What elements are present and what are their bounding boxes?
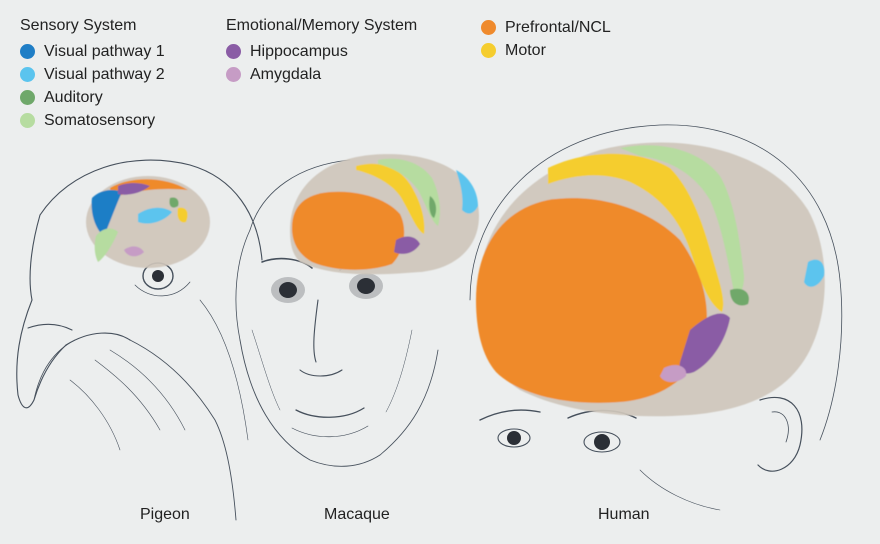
pigeon-drawing [16, 159, 263, 521]
macaque-drawing [235, 159, 439, 467]
legend-item-label: Motor [505, 41, 546, 59]
legend-item-label: Prefrontal/NCL [505, 18, 611, 36]
legend-item-visual-pathway-1: Visual pathway 1 [20, 40, 165, 63]
prefrontal-ncl-swatch [481, 20, 496, 35]
visual-pathway-1-swatch [20, 44, 35, 59]
legend-item-hippocampus: Hippocampus [226, 40, 417, 63]
human-drawing [469, 124, 843, 511]
legend-emotional-memory: Emotional/Memory System Hippocampus Amyg… [226, 16, 417, 86]
legend-item-label: Somatosensory [44, 111, 156, 129]
pigeon-brain [86, 176, 210, 268]
legend-other: Prefrontal/NCL Motor [481, 16, 611, 62]
legend-item-prefrontal-ncl: Prefrontal/NCL [481, 16, 611, 39]
auditory-swatch [20, 90, 35, 105]
legend-sensory-heading: Sensory System [20, 17, 137, 34]
legend-item-amygdala: Amygdala [226, 63, 417, 86]
legend-item-label: Visual pathway 2 [44, 65, 165, 83]
motor-swatch [481, 43, 496, 58]
species-label-pigeon: Pigeon [140, 506, 190, 523]
legend-item-label: Auditory [44, 88, 103, 106]
somatosensory-swatch [20, 113, 35, 128]
legend-item-label: Visual pathway 1 [44, 42, 165, 60]
species-label-human: Human [598, 506, 650, 523]
species-label-macaque: Macaque [324, 506, 390, 523]
legend-item-auditory: Auditory [20, 86, 165, 109]
hippocampus-swatch [226, 44, 241, 59]
legend-emotional-heading: Emotional/Memory System [226, 17, 418, 34]
legend-item-label: Hippocampus [250, 42, 348, 60]
macaque-brain [290, 154, 479, 275]
amygdala-swatch [226, 67, 241, 82]
legend-item-somatosensory: Somatosensory [20, 109, 165, 132]
legend-sensory: Sensory System Visual pathway 1 Visual p… [20, 16, 165, 132]
human-brain [476, 142, 825, 417]
legend-item-label: Amygdala [250, 65, 322, 83]
visual-pathway-2-swatch [20, 67, 35, 82]
legend-item-visual-pathway-2: Visual pathway 2 [20, 63, 165, 86]
legend-item-motor: Motor [481, 39, 611, 62]
